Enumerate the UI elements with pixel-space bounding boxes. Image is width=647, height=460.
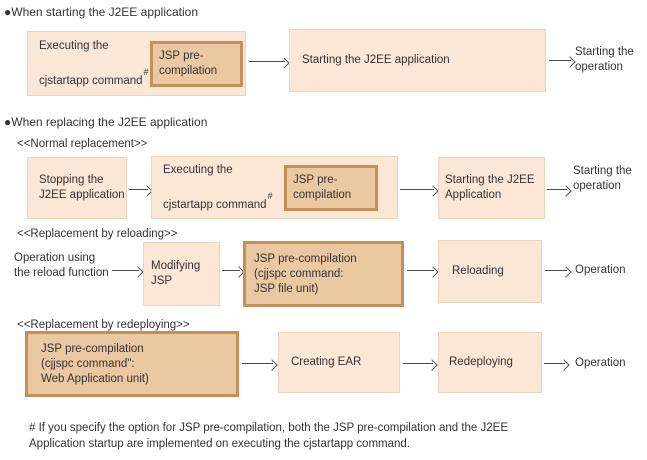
- modifying-jsp-label: Modifying JSP: [151, 260, 201, 287]
- starting-j2ee-application-label: Starting the J2EE Application: [445, 174, 535, 201]
- sublabel-normal-replacement: <<Normal replacement>>: [17, 138, 148, 150]
- box-redeploying: Redeploying: [438, 332, 542, 393]
- sublabel-replacement-redeploying: <<Replacement by redeploying>>: [17, 319, 190, 331]
- box-executing-cjstartapp-start: Executing the cjstartapp command# JSP pr…: [27, 31, 246, 96]
- jsp-precompilation-label: JSP pre- compilation: [293, 174, 352, 201]
- text-operation-using-reload: Operation using the reload function: [14, 252, 109, 279]
- text-starting-operation-1: Starting the operation: [575, 46, 634, 73]
- footnote-mark: #: [143, 66, 149, 77]
- arrow-right-icon: [242, 363, 273, 364]
- arrow-right-icon: [547, 189, 567, 190]
- arrow-right-icon: [545, 270, 567, 271]
- executing-label-line2: cjstartapp command#: [39, 66, 149, 87]
- footnote-text: # If you specify the option for JSP pre-…: [29, 422, 509, 450]
- box-creating-ear: Creating EAR: [278, 332, 400, 393]
- box-jsp-precompilation-normal: JSP pre- compilation: [284, 165, 378, 211]
- arrow-right-icon: [407, 270, 434, 271]
- arrow-right-icon: [249, 61, 285, 62]
- box-modifying-jsp: Modifying JSP: [143, 242, 220, 306]
- arrow-right-icon: [403, 363, 433, 364]
- creating-ear-label: Creating EAR: [291, 356, 362, 368]
- box-jsp-precompilation-redeploying: JSP pre-compilation (cjjspc command": We…: [25, 331, 239, 397]
- text-operation-2: Operation: [575, 357, 626, 369]
- arrow-right-icon: [400, 189, 434, 190]
- footnote-mark: #: [267, 190, 273, 201]
- box-starting-j2ee-application: Starting the J2EE application: [289, 29, 546, 92]
- starting-j2ee-application-label: Starting the J2EE application: [302, 54, 450, 66]
- arrow-right-icon: [112, 270, 139, 271]
- arrow-right-icon: [549, 60, 571, 61]
- text-operation-1: Operation: [575, 264, 626, 276]
- section-heading-replacing: ●When replacing the J2EE application: [4, 115, 208, 129]
- box-reloading: Reloading: [438, 240, 542, 303]
- box-jsp-precompilation-reloading: JSP pre-compilation (cjjspc command: JSP…: [243, 241, 404, 307]
- box-jsp-precompilation-start: JSP pre- compilation: [150, 41, 243, 87]
- box-stopping-j2ee-application: Stopping the J2EE application: [27, 157, 127, 219]
- redeploying-label: Redeploying: [449, 356, 513, 368]
- arrow-right-icon: [222, 270, 240, 271]
- arrow-right-icon: [544, 363, 565, 364]
- section-heading-starting: ●When starting the J2EE application: [4, 5, 199, 19]
- sublabel-replacement-reloading: <<Replacement by reloading>>: [17, 228, 178, 240]
- box-starting-j2ee-application-normal: Starting the J2EE Application: [438, 157, 545, 219]
- reloading-label: Reloading: [452, 265, 504, 277]
- executing-label-line1: Executing the: [163, 163, 233, 176]
- executing-cjstartapp-label: Executing the cjstartapp command#: [152, 148, 273, 228]
- text-starting-operation-2: Starting the operation: [573, 165, 632, 192]
- jsp-precompilation-label: JSP pre- compilation: [159, 50, 218, 77]
- jsp-precompilation-cjjspc-label: JSP pre-compilation (cjjspc command: JSP…: [254, 252, 357, 295]
- arrow-right-icon: [129, 189, 148, 190]
- stopping-j2ee-application-label: Stopping the J2EE application: [39, 174, 125, 201]
- executing-cjstartapp-label: Executing the cjstartapp command#: [28, 24, 149, 104]
- box-executing-cjstartapp-normal: Executing the cjstartapp command# JSP pr…: [151, 156, 398, 219]
- executing-label-line2: cjstartapp command#: [163, 190, 273, 211]
- executing-label-line1: Executing the: [39, 39, 109, 52]
- jsp-precompilation-webapp-label: JSP pre-compilation (cjjspc command": We…: [41, 342, 149, 385]
